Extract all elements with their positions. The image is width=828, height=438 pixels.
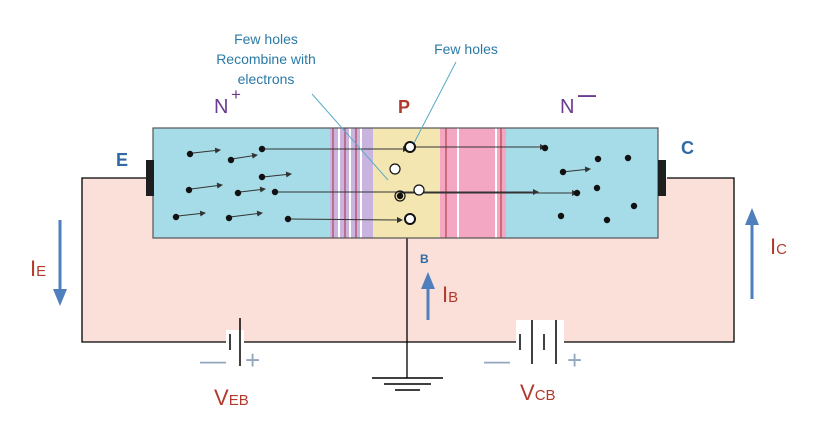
emitter-electron-arrows bbox=[177, 144, 591, 223]
electron bbox=[559, 168, 567, 176]
electron bbox=[258, 173, 266, 181]
ie-main: I bbox=[30, 256, 36, 281]
base-terminal-label: B bbox=[420, 252, 429, 266]
electron bbox=[284, 215, 292, 223]
ib-sub: B bbox=[448, 289, 458, 306]
collector-contact bbox=[658, 160, 666, 196]
current-ib-arrow bbox=[421, 272, 435, 320]
few-holes-leader-line bbox=[413, 61, 457, 144]
vcb-label: VCB bbox=[520, 380, 556, 405]
vcb-sub: CB bbox=[535, 387, 556, 404]
ground-icon bbox=[372, 377, 443, 391]
ib-main: I bbox=[442, 282, 448, 307]
electron bbox=[185, 186, 193, 194]
electron bbox=[258, 145, 266, 153]
collector-region-sign: — bbox=[578, 85, 596, 105]
electron bbox=[396, 192, 404, 200]
hole bbox=[404, 213, 416, 225]
vcb-plus-sign: + bbox=[567, 345, 582, 375]
electron bbox=[557, 212, 565, 220]
veb-minus-sign: — bbox=[200, 345, 226, 375]
electrons bbox=[172, 144, 638, 224]
emitter-depletion-region bbox=[330, 128, 373, 238]
vcb-main: V bbox=[520, 380, 535, 405]
electron bbox=[541, 144, 549, 152]
electron bbox=[624, 154, 632, 162]
collector-region bbox=[506, 128, 658, 238]
annotations: Few holes Recombine with electrons Few h… bbox=[216, 31, 498, 87]
ic-main: I bbox=[770, 234, 776, 259]
recombine-leader-line bbox=[311, 93, 389, 181]
vcb-minus-sign: — bbox=[484, 345, 510, 375]
emitter-region-label: N bbox=[214, 96, 228, 118]
current-ie-arrow bbox=[53, 220, 67, 306]
veb-label: VEB bbox=[214, 385, 249, 410]
electron bbox=[630, 202, 638, 210]
hole bbox=[394, 190, 406, 202]
hole bbox=[389, 163, 401, 175]
hole bbox=[413, 184, 425, 196]
veb-sub: EB bbox=[229, 392, 249, 409]
ic-sub: C bbox=[776, 241, 787, 258]
holes bbox=[389, 141, 425, 225]
veb-main: V bbox=[214, 385, 229, 410]
ib-label: IB bbox=[442, 282, 458, 307]
electron bbox=[271, 188, 279, 196]
veb-battery bbox=[226, 318, 244, 366]
emitter-wire bbox=[81, 177, 230, 343]
hole bbox=[404, 141, 416, 153]
recombine-note-line1: Few holes bbox=[234, 31, 298, 47]
current-ic-arrow bbox=[745, 208, 759, 299]
ie-label: IE bbox=[30, 256, 46, 281]
base-region-label: P bbox=[398, 97, 410, 117]
few-holes-note: Few holes bbox=[434, 41, 498, 57]
circuit-wires bbox=[81, 177, 735, 378]
collector-region-label: N bbox=[560, 96, 574, 118]
electron bbox=[172, 213, 180, 221]
electron bbox=[594, 155, 602, 163]
electron bbox=[573, 189, 581, 197]
ie-sub: E bbox=[36, 263, 46, 280]
collector-terminal-label: C bbox=[681, 138, 694, 158]
emitter-terminal-label: E bbox=[116, 150, 128, 170]
electron bbox=[593, 184, 601, 192]
vcb-battery bbox=[516, 320, 564, 364]
electron bbox=[603, 216, 611, 224]
veb-plus-sign: + bbox=[245, 345, 260, 375]
collector-wire bbox=[560, 177, 735, 343]
recombine-note-line3: electrons bbox=[238, 71, 295, 87]
emitter-region bbox=[153, 128, 330, 238]
electron bbox=[234, 189, 242, 197]
emitter-contact bbox=[146, 160, 154, 196]
recombine-note-line2: Recombine with bbox=[216, 51, 316, 67]
electron bbox=[186, 150, 194, 158]
emitter-region-sign: + bbox=[231, 85, 241, 104]
ic-label: IC bbox=[770, 234, 787, 259]
electron bbox=[225, 214, 233, 222]
electron bbox=[227, 156, 235, 164]
